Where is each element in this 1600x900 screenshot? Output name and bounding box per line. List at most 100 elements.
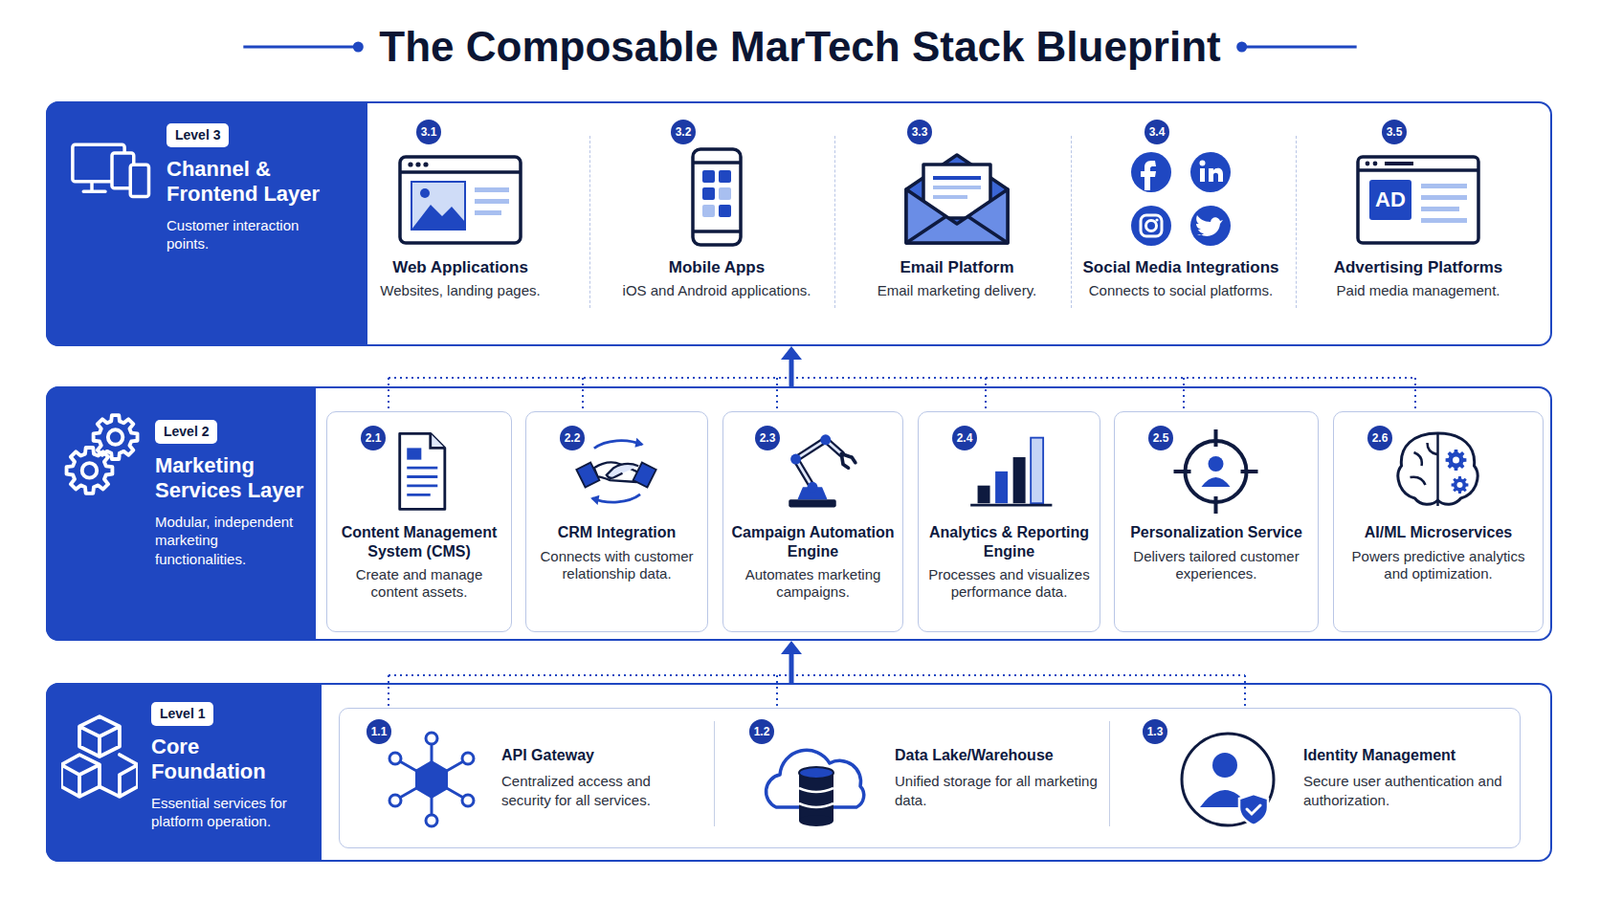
- service-box: CRM IntegrationConnects with customer re…: [525, 411, 709, 633]
- service-box: Analytics & Reporting EngineProcesses an…: [917, 411, 1101, 633]
- channel-icon: [606, 135, 827, 249]
- item-description: Connects to social platforms.: [1070, 282, 1291, 301]
- level-label: Level 3: [175, 127, 221, 144]
- channel-item: Web ApplicationsWebsites, landing pages.…: [350, 116, 571, 343]
- foundation-item: API GatewayCentralized access and securi…: [338, 708, 714, 849]
- layer-icon: [61, 409, 146, 498]
- item-heading: Analytics & Reporting Engine: [924, 523, 1094, 561]
- service-box: AI/ML MicroservicesPowers predictive ana…: [1333, 411, 1544, 633]
- callout-number: 2.1: [360, 425, 386, 451]
- divider: [1070, 135, 1072, 309]
- item-description: Centralized access and security for all …: [501, 772, 703, 810]
- channel-icon: [350, 135, 571, 249]
- callout-number: 1.2: [749, 719, 775, 745]
- foundation-text: API GatewayCentralized access and securi…: [501, 746, 703, 845]
- callout-number: 2.6: [1367, 425, 1393, 451]
- item-heading: Mobile Apps: [606, 258, 827, 278]
- item-heading: Personalization Service: [1120, 523, 1312, 543]
- service-icon: [333, 423, 505, 516]
- callout-number: 2.2: [559, 425, 585, 451]
- divider: [1295, 135, 1297, 309]
- layer-band: Marketing Services LayerModular, indepen…: [45, 386, 1553, 642]
- item-description: Automates marketing campaigns.: [729, 566, 897, 602]
- channel-item: Mobile AppsiOS and Android applications.…: [606, 116, 827, 343]
- dotted-connector: [388, 377, 1416, 410]
- layer-text: Marketing Services LayerModular, indepen…: [155, 453, 311, 569]
- callout-number: 3.2: [670, 119, 696, 145]
- item-heading: Content Management System (CMS): [333, 523, 506, 561]
- item-description: Processes and visualizes performance dat…: [924, 566, 1094, 602]
- layer-band: Core FoundationEssential services for pl…: [45, 683, 1553, 863]
- foundation-icon: [1175, 727, 1281, 833]
- channel-item: Email PlatformEmail marketing delivery. 3…: [846, 116, 1067, 343]
- item-heading: API Gateway: [501, 746, 703, 765]
- divider: [1109, 721, 1111, 827]
- item-heading: Email Platform: [846, 258, 1067, 278]
- callout-number: 2.5: [1148, 425, 1174, 451]
- item-heading: CRM Integration: [532, 523, 702, 543]
- item-description: Websites, landing pages.: [350, 282, 571, 301]
- service-box: Campaign Automation EngineAutomates mark…: [722, 411, 904, 633]
- level-badge: Level 2: [155, 420, 218, 445]
- layer-description: Customer interaction points.: [166, 216, 345, 254]
- layer-arrow: [780, 641, 802, 684]
- layer-description: Modular, independent marketing functiona…: [155, 512, 311, 570]
- foundation-item: Identity ManagementSecure user authentic…: [1109, 708, 1521, 849]
- callout-number: 1.1: [366, 719, 392, 745]
- layer-icon: [61, 712, 138, 801]
- foundation-icon: [756, 727, 877, 833]
- dotted-connector: [388, 675, 1245, 707]
- callout-number: 2.3: [755, 425, 780, 451]
- level-label: Level 1: [159, 706, 205, 723]
- layer-icon: [67, 139, 156, 207]
- channel-icon: [846, 135, 1067, 249]
- item-heading: Advertising Platforms: [1308, 258, 1529, 278]
- item-description: Powers predictive analytics and optimiza…: [1339, 548, 1537, 584]
- foundation-icon: [378, 727, 485, 833]
- callout-number: 1.3: [1142, 719, 1168, 745]
- layer-description: Essential services for platform operatio…: [151, 794, 316, 832]
- level-badge: Level 1: [151, 702, 214, 727]
- layer-band: Channel & Frontend LayerCustomer interac…: [45, 101, 1553, 347]
- layer-text: Core FoundationEssential services for pl…: [151, 734, 316, 832]
- layer-heading: Channel & Frontend Layer: [166, 156, 345, 208]
- foundation-text: Identity ManagementSecure user authentic…: [1303, 746, 1510, 845]
- foundation-text: Data Lake/WarehouseUnified storage for a…: [894, 746, 1098, 845]
- layer-text: Channel & Frontend LayerCustomer interac…: [166, 156, 345, 254]
- item-description: Connects with customer relationship data…: [532, 548, 702, 584]
- item-description: Unified storage for all marketing data.: [894, 772, 1098, 810]
- service-box: Content Management System (CMS) Create an…: [326, 411, 512, 633]
- channel-item: Social Media IntegrationsConnects to soc…: [1070, 116, 1291, 343]
- level-label: Level 2: [163, 423, 209, 441]
- item-heading: Campaign Automation Engine: [729, 523, 897, 561]
- divider: [713, 721, 715, 827]
- callout-number: 3.5: [1381, 119, 1407, 145]
- service-icon: [924, 423, 1093, 516]
- channel-item: Advertising PlatformsPaid media manageme…: [1308, 116, 1529, 343]
- item-heading: Social Media Integrations: [1070, 258, 1291, 278]
- service-icon: [532, 423, 701, 516]
- item-heading: Web Applications: [350, 258, 571, 278]
- item-heading: Identity Management: [1303, 746, 1510, 765]
- item-description: Secure user authentication and authoriza…: [1303, 772, 1510, 810]
- level-badge: Level 3: [166, 123, 229, 148]
- callout-number: 3.3: [907, 119, 933, 145]
- callout-number: 3.1: [416, 119, 442, 145]
- callout-number: 2.4: [952, 425, 978, 451]
- item-heading: AI/ML Microservices: [1339, 523, 1537, 543]
- foundation-item: Data Lake/WarehouseUnified storage for a…: [713, 708, 1110, 849]
- layer-heading: Core Foundation: [151, 734, 316, 786]
- divider: [834, 135, 836, 309]
- item-description: Create and manage content assets.: [333, 566, 506, 602]
- callout-number: 3.4: [1144, 119, 1170, 145]
- divider: [589, 135, 591, 309]
- ad-badge-text: AD: [1369, 179, 1412, 221]
- service-box: Personalization ServiceDelivers tailored…: [1113, 411, 1319, 633]
- item-description: Email marketing delivery.: [846, 282, 1067, 301]
- item-description: Paid media management.: [1308, 282, 1529, 301]
- layer-heading: Marketing Services Layer: [155, 453, 311, 505]
- item-description: Delivers tailored customer experiences.: [1120, 548, 1312, 584]
- channel-icon: [1308, 135, 1529, 249]
- title: The Composable MarTech Stack Blueprint: [378, 22, 1221, 71]
